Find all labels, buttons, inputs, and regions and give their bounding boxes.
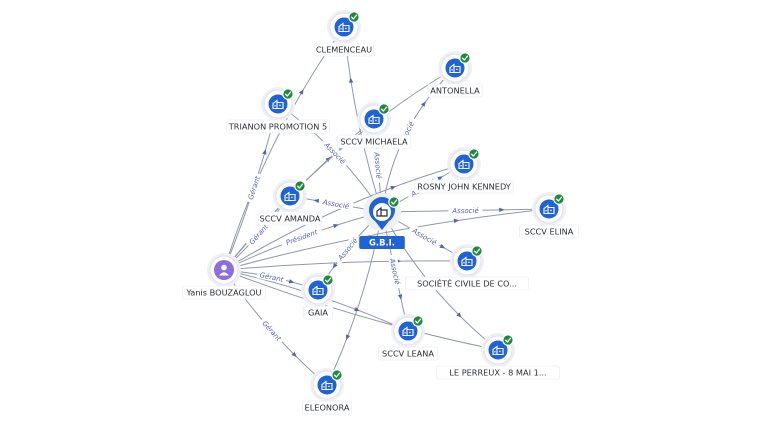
building-icon — [321, 380, 333, 391]
edge-yanis-civile — [223, 260, 468, 271]
node-label: G.B.I. — [369, 238, 395, 248]
node-leana[interactable]: SCCV LEANA — [378, 314, 438, 361]
building-icon — [458, 159, 470, 170]
check-badge-icon — [378, 103, 390, 115]
check-badge-icon — [412, 315, 424, 327]
edge-label-gbi-leana: Associé — [387, 253, 404, 290]
check-badge-icon — [331, 369, 343, 381]
building-icon — [543, 204, 555, 215]
edge-arrow-icon — [262, 149, 267, 155]
building-icon — [284, 191, 296, 202]
check-badge-icon — [459, 52, 471, 64]
node-rosny[interactable]: ROSNY JOHN KENNEDY — [414, 147, 514, 194]
building-icon — [368, 114, 380, 125]
check-badge-icon — [348, 11, 360, 23]
building-icon — [492, 345, 504, 356]
check-badge-icon — [502, 334, 514, 346]
node-label: SCCV LEANA — [382, 349, 434, 359]
node-label: TRIANON PROMOTION 5 — [228, 122, 327, 132]
edge-label-gbi-gaia: Associé — [333, 232, 362, 265]
node-label: SCCV AMANDA — [260, 214, 321, 224]
edge-arrow-icon — [437, 176, 443, 181]
node-label: SCCV MICHAELA — [340, 137, 408, 147]
node-yanis[interactable]: Yanis BOUZAGLOU — [181, 253, 267, 300]
edge-arrow-icon — [397, 294, 403, 300]
edge-label-yanis-trianon: Gérant — [244, 172, 263, 204]
edge-label-text: Associé — [451, 207, 479, 215]
check-badge-icon — [471, 245, 483, 257]
node-label: ROSNY JOHN KENNEDY — [417, 182, 512, 192]
building-icon — [338, 22, 350, 33]
check-badge-icon — [388, 196, 400, 208]
node-label: LE PERREUX - 8 MAI 1... — [449, 368, 546, 378]
edge-yanis-elina — [223, 208, 550, 271]
building-icon — [312, 285, 324, 296]
node-label: SOCIÉTÉ CIVILE DE CO... — [417, 278, 517, 289]
edge-arrow-icon — [298, 89, 304, 95]
building-icon — [402, 326, 414, 337]
nodes-layer: G.B.I. CLEMENCEAU ANTONELLA TRIANON PROMOTI… — [181, 10, 579, 415]
check-badge-icon — [294, 180, 306, 192]
building-icon — [461, 256, 473, 267]
edge-arrow-icon — [325, 156, 331, 163]
edge-arrow-icon — [420, 101, 426, 107]
edge-label-text: Associé — [372, 151, 382, 180]
edge-label-gbi-civile: Associé — [407, 223, 442, 249]
node-gaia[interactable]: GAIA — [301, 273, 335, 320]
building-icon — [272, 99, 284, 110]
node-clemenceau[interactable]: CLEMENCEAU — [314, 10, 374, 57]
node-label: SCCV ELINA — [525, 227, 574, 237]
edge-label-yanis-eleonora: Gérant — [258, 316, 286, 345]
node-perreux[interactable]: LE PERREUX - 8 MAI 1... — [436, 333, 560, 380]
edge-label-text: Associé — [410, 226, 438, 247]
edge-arrow-icon — [333, 224, 339, 229]
check-badge-icon — [282, 88, 294, 100]
person-icon — [219, 264, 229, 276]
node-label: GAIA — [308, 308, 328, 318]
node-civile[interactable]: SOCIÉTÉ CIVILE DE CO... — [405, 244, 529, 291]
edge-label-text: Président — [285, 228, 319, 247]
check-badge-icon — [553, 193, 565, 205]
edge-arrow-icon — [291, 351, 297, 358]
edge-arrow-icon — [390, 185, 396, 191]
node-michaela[interactable]: SCCV MICHAELA — [336, 102, 412, 149]
edge-arrow-icon — [453, 218, 460, 224]
node-antonella[interactable]: ANTONELLA — [427, 51, 483, 98]
building-icon — [449, 63, 461, 74]
node-elina[interactable]: SCCV ELINA — [519, 192, 579, 239]
node-label: CLEMENCEAU — [316, 45, 372, 55]
edge-arrow-icon — [332, 262, 338, 269]
building-icon — [376, 206, 388, 217]
edge-arrow-icon — [348, 77, 354, 83]
node-amanda[interactable]: SCCV AMANDA — [257, 179, 323, 226]
edge-gbi-eleonora — [326, 211, 383, 386]
edge-label-text: Associé — [321, 198, 350, 211]
edge-arrow-icon — [354, 306, 360, 312]
check-badge-icon — [468, 148, 480, 160]
node-label: Yanis BOUZAGLOU — [185, 288, 261, 298]
edge-arrow-icon — [499, 207, 505, 213]
edge-arrow-icon — [439, 243, 446, 249]
node-eleonora[interactable]: ELEONORA — [302, 368, 352, 415]
edge-arrow-icon — [456, 312, 462, 318]
node-label: ELEONORA — [305, 403, 350, 413]
edge-yanis-perreux — [223, 269, 499, 351]
edge-label-gbi-amanda: Associé — [318, 196, 354, 211]
edge-label-gbi-michaela: Associé — [372, 148, 385, 183]
edge-label-yanis-gbi: Président — [279, 225, 324, 249]
node-gbi[interactable]: G.B.I. — [359, 193, 405, 249]
edge-arrow-icon — [313, 198, 320, 204]
node-trianon[interactable]: TRIANON PROMOTION 5 — [226, 87, 330, 134]
edge-arrow-icon — [288, 279, 295, 284]
node-label: ANTONELLA — [430, 86, 480, 96]
check-badge-icon — [322, 274, 334, 286]
edge-arrow-icon — [346, 334, 351, 341]
edge-label-gbi-elina: Associé — [448, 205, 483, 215]
